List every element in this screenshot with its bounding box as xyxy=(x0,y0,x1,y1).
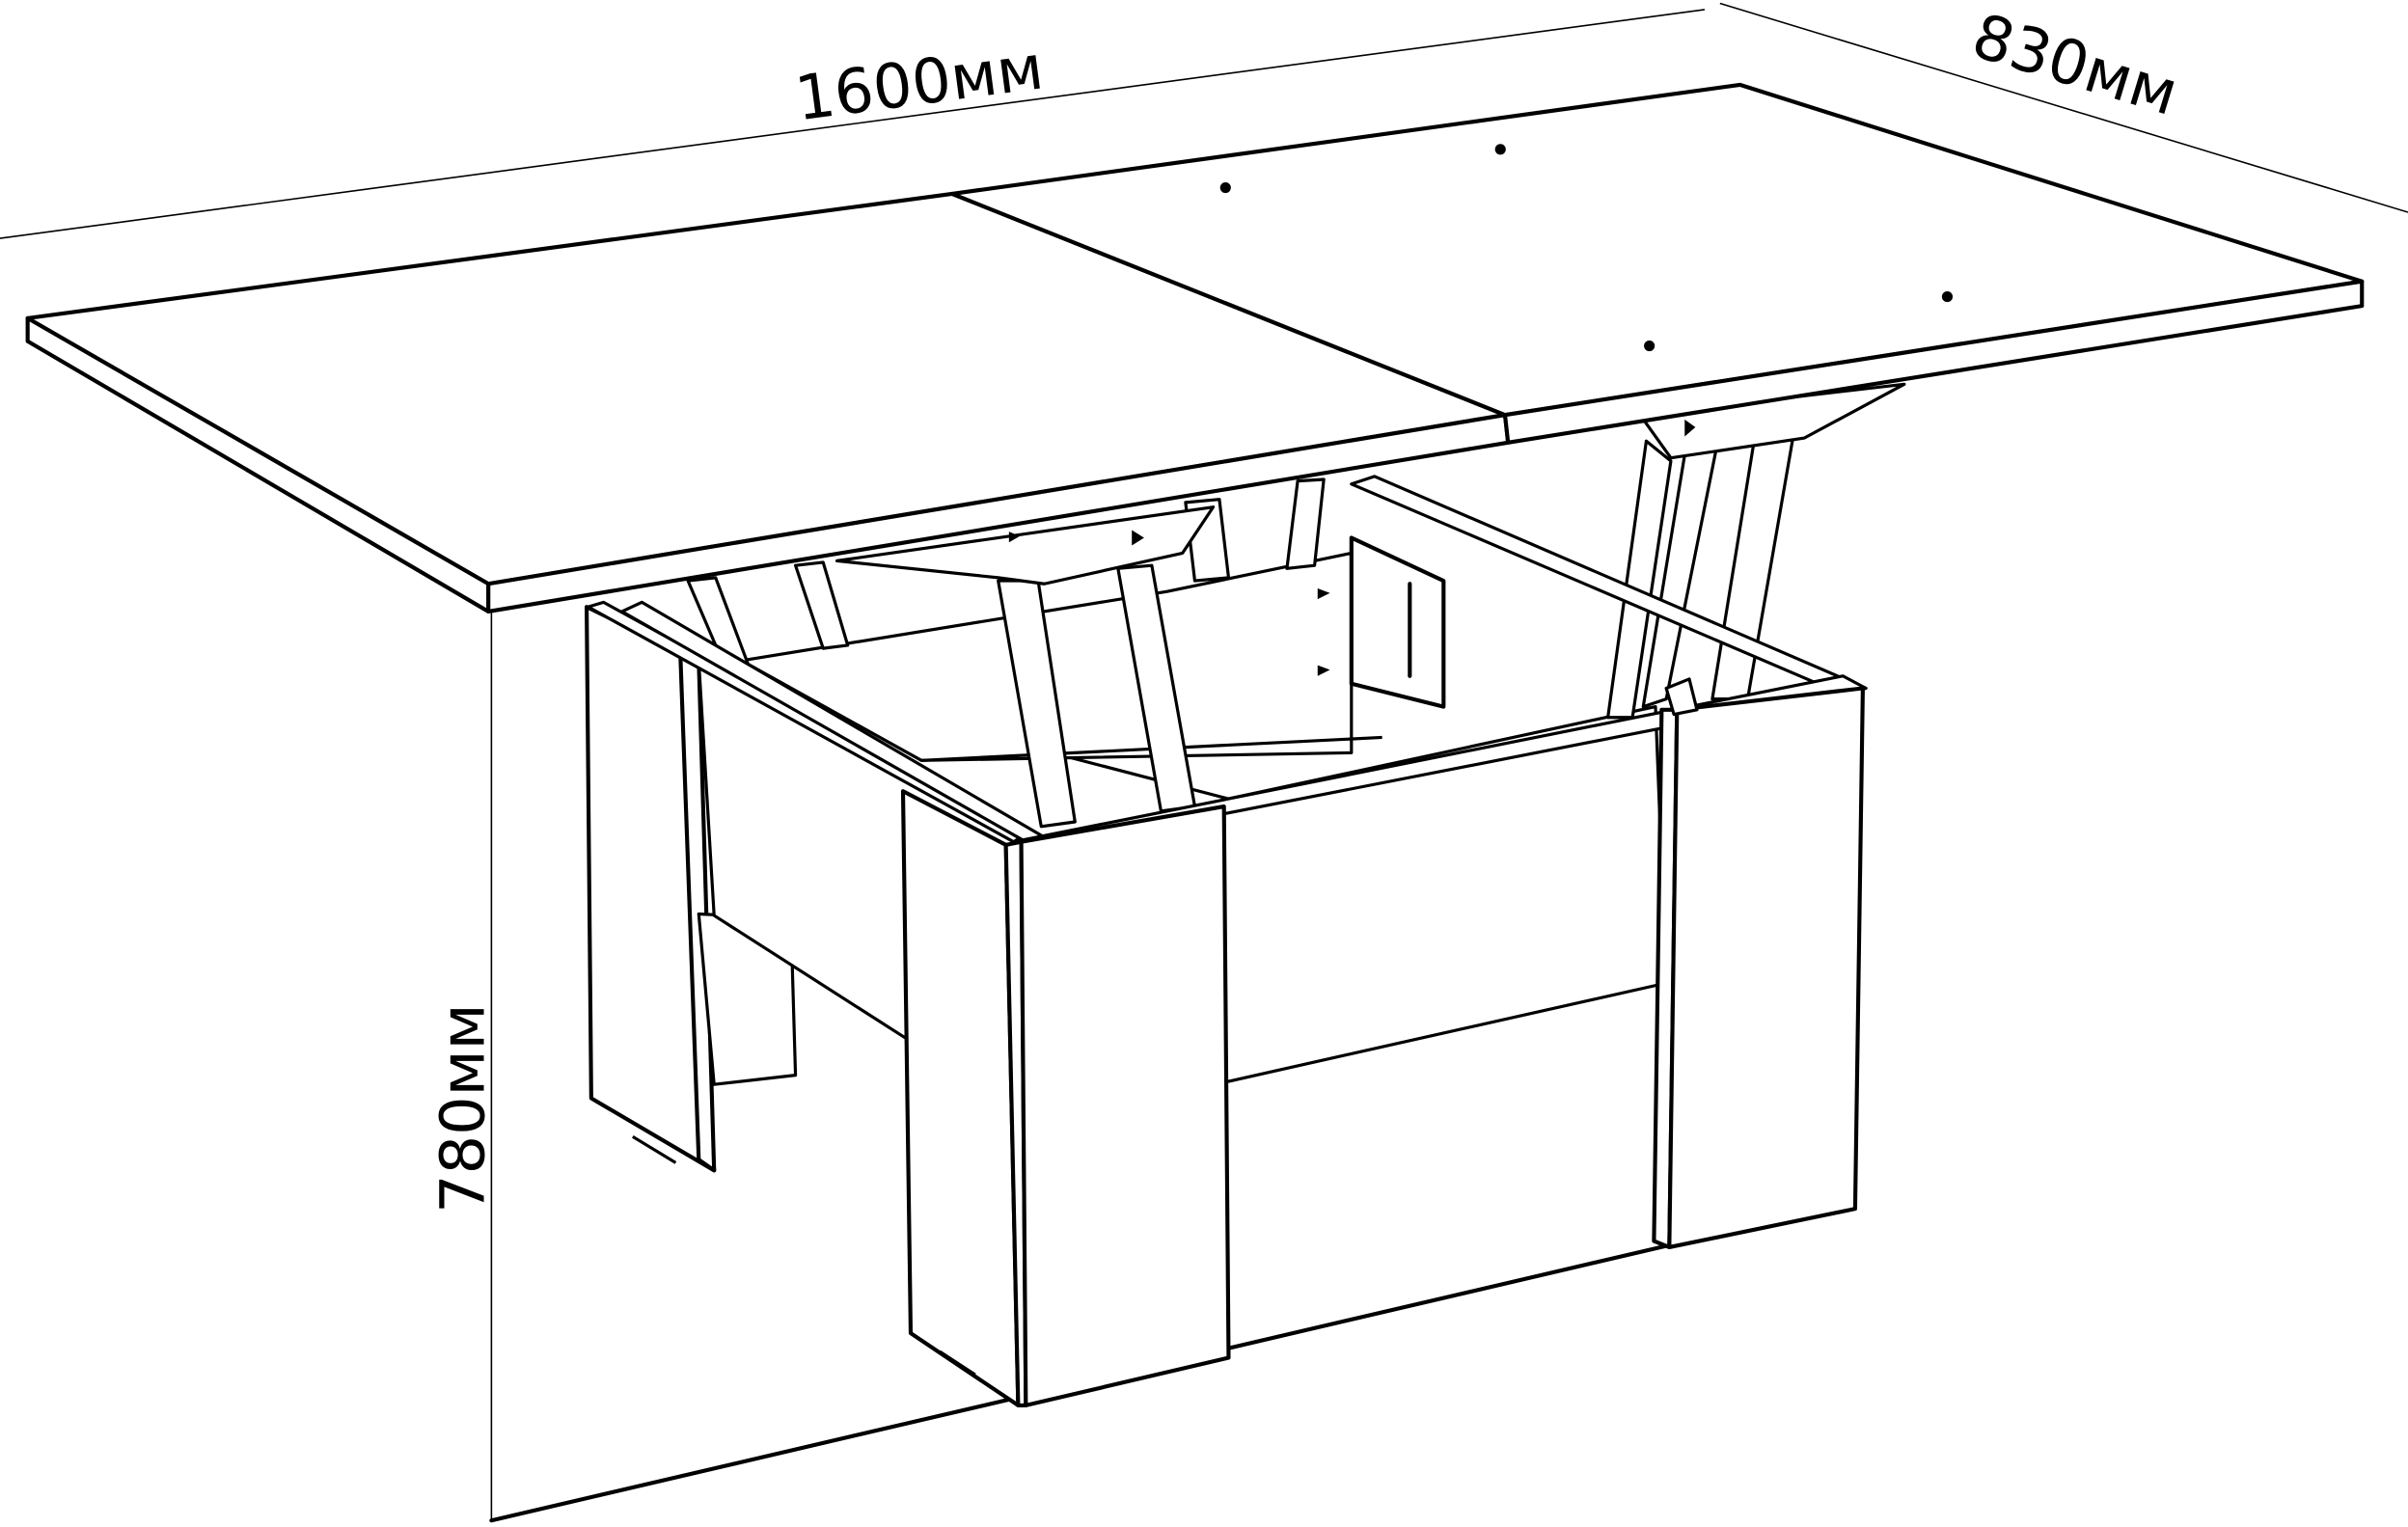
bracket-screw xyxy=(1132,530,1144,546)
lift-mechanism-right xyxy=(1606,382,1906,720)
fixing-hole xyxy=(1219,181,1231,194)
fixing-hole xyxy=(1494,144,1506,155)
depth-dimension-line xyxy=(1719,2,2408,213)
length-dimension-line xyxy=(0,9,1706,239)
body-frame-rails xyxy=(587,475,1868,855)
fixing-hole xyxy=(1644,340,1656,352)
tabletop-left-leaf xyxy=(25,191,1511,614)
top-support-bracket xyxy=(835,505,1216,586)
bracket-screw xyxy=(1008,532,1020,543)
length-label: 1600мм xyxy=(791,32,1047,135)
tabletop-right-leaf xyxy=(949,82,2365,445)
front-left-leg xyxy=(900,789,1231,1407)
left-rear-leg xyxy=(585,605,798,1173)
right-front-leg xyxy=(1652,677,1865,1249)
height-label: 780мм xyxy=(427,1003,499,1213)
fixing-hole xyxy=(1941,291,1954,303)
lift-mechanism-left xyxy=(686,477,1326,829)
